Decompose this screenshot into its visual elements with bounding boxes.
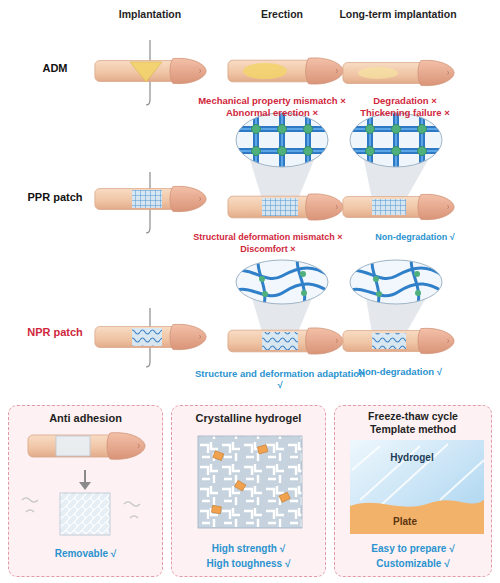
feature-panel: Crystalline hydrogelHigh strength √ High … <box>171 405 326 577</box>
anti-adhesion-figure <box>22 433 145 535</box>
panel-ground <box>8 405 163 577</box>
ppr-row <box>95 100 456 233</box>
drawback-note: Mechanical property mismatch × <box>198 95 346 106</box>
advantage-note: High toughness √ <box>172 558 325 570</box>
advantage-note: Removable √ <box>9 548 162 560</box>
drawback-note: Degradation × <box>373 95 437 106</box>
crystal-domains <box>279 492 290 502</box>
crystal-domains <box>211 505 221 513</box>
organ-figure <box>95 324 206 349</box>
column-header: Implantation <box>119 8 181 21</box>
row-label: ADM <box>42 62 67 75</box>
organ-figure <box>343 328 454 353</box>
drawback-note: Abnormal erection × <box>226 107 318 118</box>
organ-figure <box>343 194 454 219</box>
crystal-domains <box>257 445 268 454</box>
hydrogel-block <box>198 436 302 528</box>
organ-figure <box>95 186 206 211</box>
ppr-patch <box>262 198 298 216</box>
layer-label: Plate <box>393 516 417 528</box>
template-plate <box>350 500 484 534</box>
tissue-squiggle <box>22 498 140 518</box>
organ-figure <box>228 194 343 220</box>
layer-label: Hydrogel <box>390 452 433 464</box>
column-header: Erection <box>261 8 303 21</box>
advantage-note: Easy to prepare √ <box>335 543 491 555</box>
row-label: NPR patch <box>27 326 83 339</box>
crystal-domains <box>213 451 224 461</box>
advantage-note: Structure and deformation adaptation √ <box>195 368 365 391</box>
adm-patch <box>130 62 162 82</box>
panel-ground <box>171 405 326 577</box>
advantage-note: Non-degradation √ <box>375 232 454 243</box>
crystalline-figure <box>198 436 302 528</box>
advantage-note: High strength √ <box>172 543 325 555</box>
gel-patch <box>56 436 90 456</box>
organ-figure <box>343 60 454 85</box>
panel-heading: Freeze-thaw cycle Template method <box>348 410 478 435</box>
zoom-view <box>232 252 332 312</box>
panel-heading: Anti adhesion <box>9 412 162 425</box>
organ-figure <box>228 328 343 354</box>
advantage-note: Non-degradation √ <box>358 366 442 377</box>
panel-heading: Crystalline hydrogel <box>172 412 325 425</box>
crystal-domains <box>211 445 290 514</box>
advantage-note: Customizable √ <box>335 558 491 570</box>
hydrogel-layer <box>350 440 484 534</box>
npr-patch <box>132 328 162 346</box>
panel-grounds <box>8 405 492 577</box>
crystal-domains <box>235 480 246 491</box>
feature-panel: Anti adhesionRemovable √ <box>8 405 163 577</box>
zoom-view <box>346 252 446 312</box>
down-arrow-head <box>79 482 91 490</box>
adm-patch <box>243 63 287 79</box>
feature-panel: Freeze-thaw cycle Template methodEasy to… <box>334 405 492 577</box>
row-label: PPR patch <box>27 191 82 204</box>
zoom-view <box>222 100 342 180</box>
npr-patch <box>372 333 406 349</box>
panel-ground <box>334 405 492 577</box>
column-header: Long-term implantation <box>339 8 456 21</box>
organ-figure <box>95 58 206 83</box>
zoom-view <box>336 100 456 180</box>
organ-figure <box>228 58 343 84</box>
organ-figure <box>28 433 145 460</box>
npr-row <box>95 252 454 367</box>
drawback-note: Thickening failure × <box>360 107 449 118</box>
down-arrow <box>84 470 86 484</box>
hydrogel-block <box>60 493 110 535</box>
ppr-patch <box>132 190 162 208</box>
ice-streaks <box>352 444 484 506</box>
ppr-patch <box>372 199 406 215</box>
template-figure <box>350 440 484 534</box>
adm-patch <box>358 67 398 79</box>
npr-patch <box>262 332 298 350</box>
drawback-note: Discomfort × <box>240 244 295 255</box>
drawback-note: Structural deformation mismatch × <box>193 232 342 243</box>
